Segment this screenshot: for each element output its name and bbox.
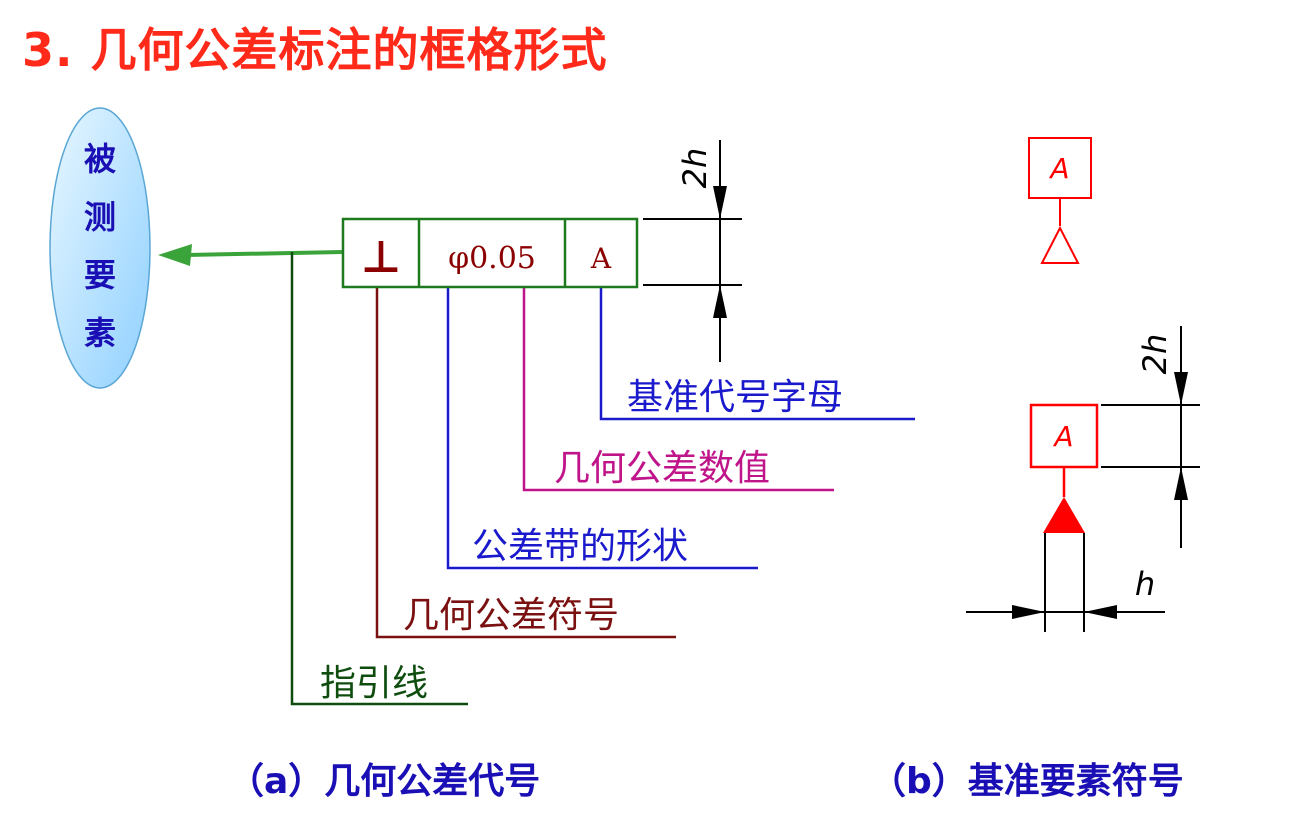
measured-element-char-3: 要 [84, 256, 116, 294]
measured-element-char-2: 测 [84, 198, 116, 236]
leader-line [290, 252, 468, 706]
label-leader: 指引线 [320, 663, 428, 704]
measured-element-char-1: 被 [84, 140, 116, 178]
triangle-dim-arrow-right [1084, 605, 1117, 619]
datum-top-letter: A [1048, 152, 1069, 185]
tolerance-frame [341, 217, 639, 289]
triangle-dim-arrow-left [1012, 605, 1045, 619]
label-zone-shape: 公差带的形状 [472, 526, 688, 567]
datum-dim-arrow-bottom [1174, 467, 1188, 500]
datum-symbol-outline [1028, 137, 1092, 264]
frame-tolerance: φ0.05 [448, 241, 536, 276]
triangle-width-label: h [1135, 565, 1155, 603]
caption-b: （b）基准要素符号 [870, 761, 1184, 802]
tolerance-value-label-line [522, 288, 834, 492]
datum-height-label: 2h [1136, 334, 1174, 375]
leader-arrow [158, 244, 344, 266]
caption-a: （a）几何公差代号 [228, 761, 541, 802]
datum-symbol-filled [1029, 403, 1099, 533]
datum-letter-label-line [599, 288, 915, 421]
frame-datum: A [590, 242, 612, 275]
frame-symbol: ⊥ [361, 232, 401, 283]
measured-element-ellipse: 被 测 要 素 [49, 107, 151, 389]
label-datum-letter: 基准代号字母 [627, 377, 843, 418]
triangle-width-dimension [966, 533, 1165, 632]
measured-element-char-4: 素 [84, 314, 116, 352]
datum-bottom-letter: A [1052, 420, 1073, 453]
frame-dim-arrow-bottom [713, 285, 727, 318]
datum-height-dimension [1101, 326, 1200, 548]
symbol-label-line [375, 288, 676, 639]
label-tolerance-value: 几何公差数值 [554, 448, 770, 489]
frame-height-dimension [643, 140, 742, 362]
datum-dim-arrow-top [1174, 372, 1188, 405]
frame-dim-arrow-top [713, 186, 727, 219]
label-symbol: 几何公差符号 [403, 595, 619, 636]
page-title: 3. 几何公差标注的框格形式 [22, 23, 608, 77]
frame-height-label: 2h [676, 148, 714, 189]
zone-shape-label-line [446, 288, 758, 570]
